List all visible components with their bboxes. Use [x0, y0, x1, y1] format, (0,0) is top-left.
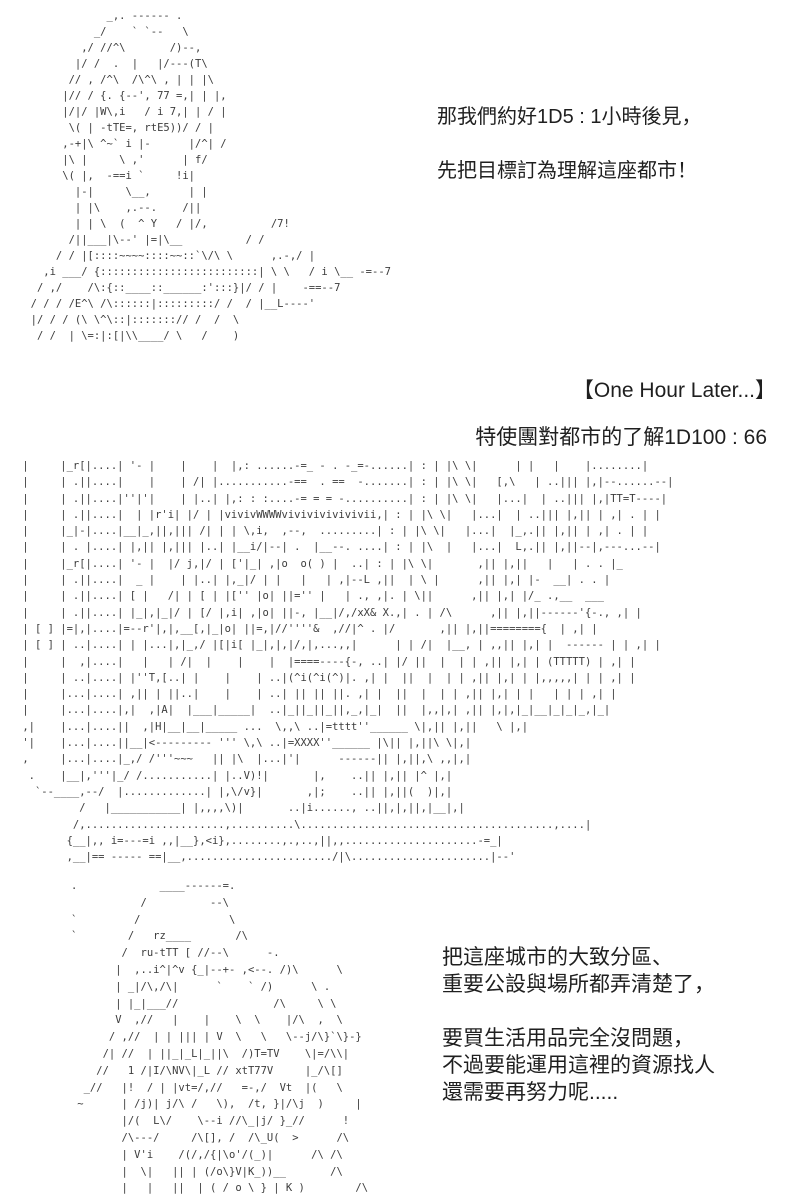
scene3-character-ascii-art: . ____------=. / --\ ` / \ ` / rz____ /\… [70, 880, 369, 1195]
scene1-character-ascii-art: _,. ------ . _/ ` `-- \ ,/ //^\ /)--, |/… [30, 10, 391, 342]
one-hour-later-heading: 【One Hour Later...】 [572, 379, 776, 402]
dice-roll-result-text: 特使團對都市的了解1D100 : 66 [475, 426, 767, 449]
scene1-dialogue-text: 那我們約好1D5 : 1小時後見， 先把目標訂為理解這座都市！ [437, 106, 702, 182]
scene3-dialogue-text: 把這座城市的大致分區、 重要公設與場所都弄清楚了， 要買生活用品完全沒問題， 不… [442, 946, 715, 1104]
scene2-cityscape-ascii-art: | |_r[|....| '- | | | |,: ......-=_ - . … [22, 460, 674, 864]
